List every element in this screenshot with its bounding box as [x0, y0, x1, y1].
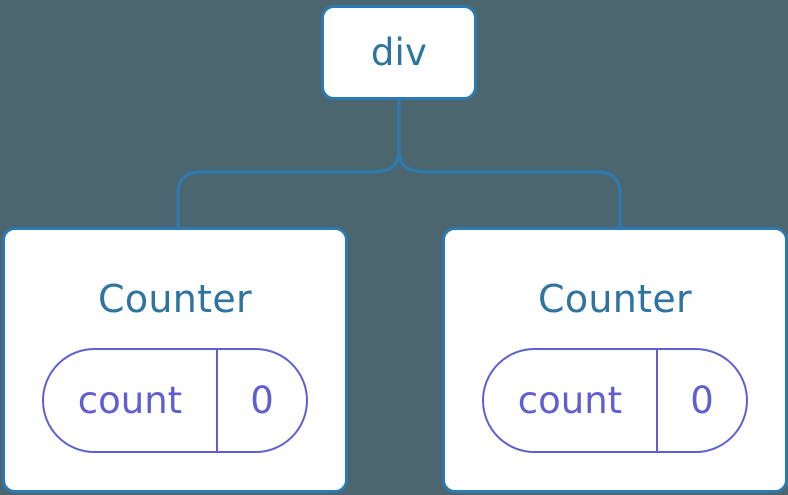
state-value-counter-2: 0 [690, 379, 714, 422]
state-pill-counter-1: count 0 [42, 348, 308, 453]
state-value-counter-1: 0 [250, 379, 274, 422]
node-counter-2[interactable]: Counter count 0 [442, 227, 788, 493]
state-key-counter-1: count [44, 350, 218, 451]
node-counter-1-label: Counter [98, 277, 252, 321]
state-key-counter-2: count [484, 350, 658, 451]
connector-left-branch [176, 100, 401, 232]
state-pill-counter-2: count 0 [482, 348, 748, 453]
node-div[interactable]: div [321, 5, 477, 100]
node-counter-2-label: Counter [538, 277, 692, 321]
node-div-label: div [370, 31, 428, 74]
connector-right-branch [397, 100, 622, 232]
node-counter-1[interactable]: Counter count 0 [2, 227, 348, 493]
